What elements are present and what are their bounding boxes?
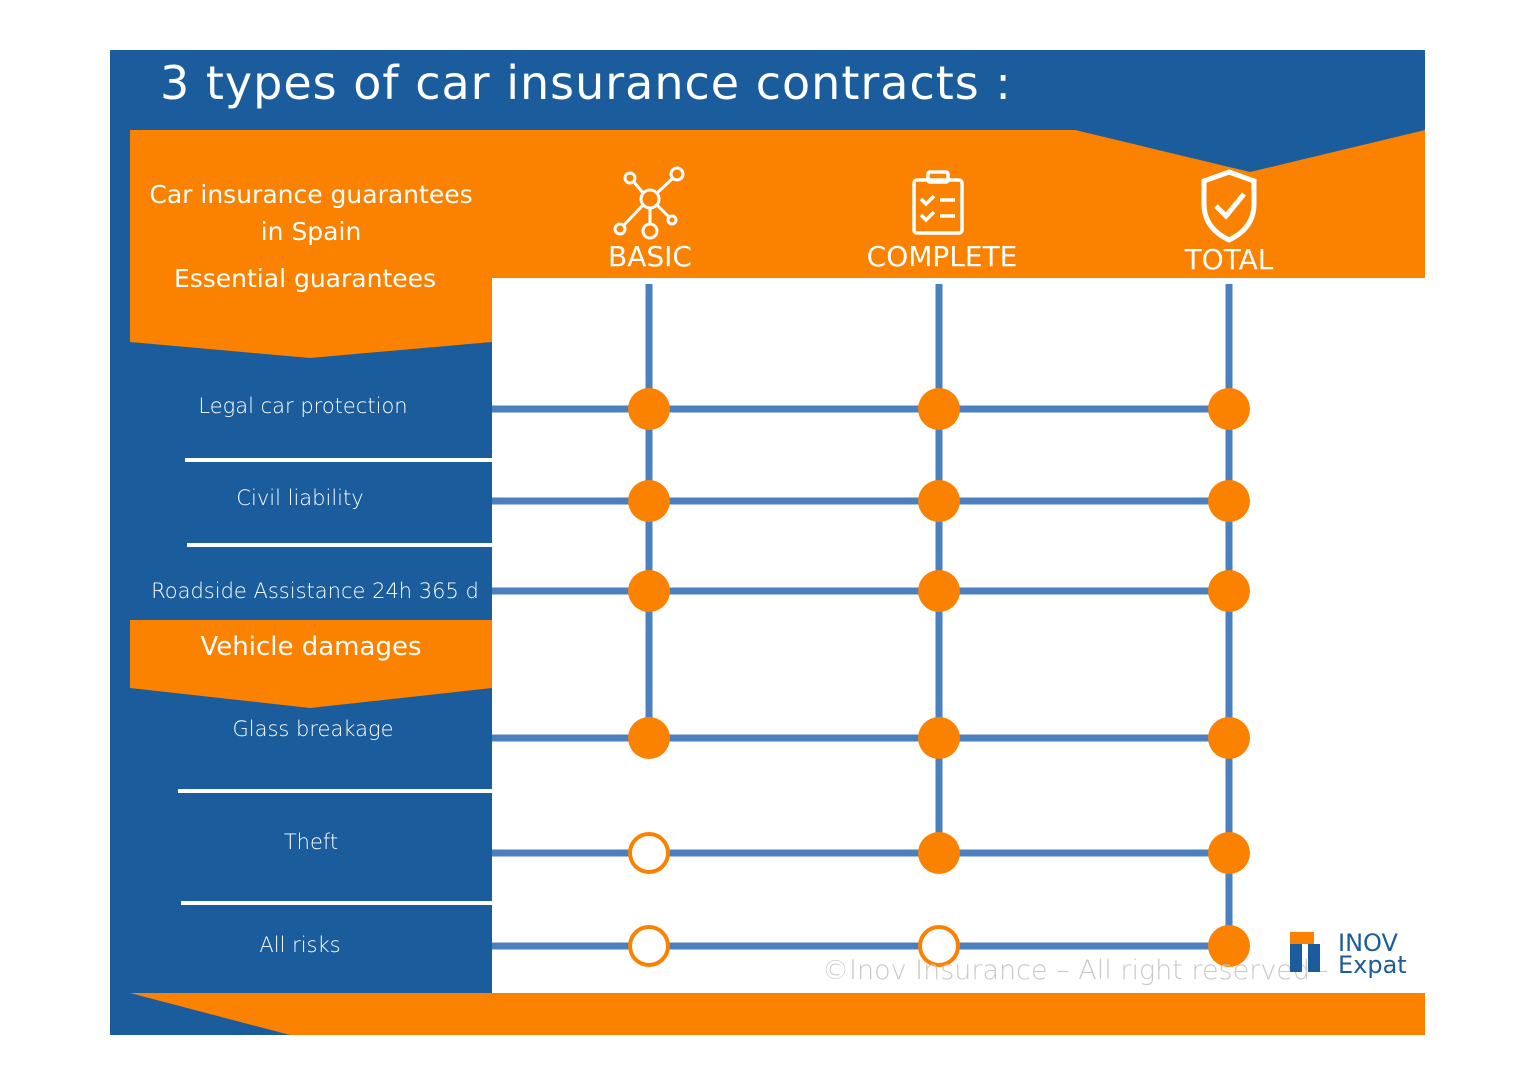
covered-node — [628, 717, 670, 759]
essential-guarantees-heading: Essential guarantees — [173, 264, 437, 293]
copyright-notice: ©Inov Insurance – All right reserved - — [822, 955, 1329, 986]
row-label-all-risks: All risks — [259, 933, 341, 957]
page-title: 3 types of car insurance contracts : — [160, 56, 1012, 110]
covered-node — [1208, 480, 1250, 522]
row-label-glass-breakage: Glass breakage — [232, 717, 394, 741]
covered-node — [1208, 570, 1250, 612]
plan-complete-label: COMPLETE — [866, 240, 1018, 273]
covered-node — [918, 570, 960, 612]
logo-mark — [1290, 932, 1320, 972]
covered-node — [918, 480, 960, 522]
covered-node — [1208, 925, 1250, 967]
coverage-grid — [492, 284, 1250, 967]
header-band — [130, 130, 1425, 358]
table-area — [492, 278, 1425, 993]
plan-total-label: TOTAL — [1184, 243, 1274, 276]
network-nodes-icon — [613, 166, 685, 240]
row-label-legal-protection: Legal car protection — [198, 394, 408, 418]
not-covered-node — [628, 925, 670, 967]
guarantees-heading: Car insurance guarantees in Spain — [130, 176, 492, 250]
covered-node — [1208, 717, 1250, 759]
covered-node — [1208, 388, 1250, 430]
covered-node — [918, 832, 960, 874]
covered-node — [918, 717, 960, 759]
covered-node — [628, 480, 670, 522]
inov-expat-logo: INOV Expat — [1288, 930, 1423, 980]
guarantees-heading-line1: Car insurance guarantees — [149, 180, 473, 209]
row-label-roadside-assistance: Roadside Assistance 24h 365 d — [151, 579, 479, 603]
section-vehicle-damages: Vehicle damages — [200, 632, 422, 662]
bottom-band — [130, 993, 1425, 1035]
logo-line2: Expat — [1338, 951, 1407, 979]
plan-basic-label: BASIC — [608, 240, 692, 273]
row-label-theft: Theft — [283, 830, 339, 854]
not-covered-node — [918, 925, 960, 967]
guarantees-heading-line2: in Spain — [260, 217, 362, 246]
covered-node — [918, 388, 960, 430]
row-label-civil-liability: Civil liability — [236, 486, 364, 510]
covered-node — [1208, 832, 1250, 874]
clipboard-checklist-icon — [912, 170, 964, 235]
vehicle-damages-banner — [130, 620, 492, 708]
not-covered-node — [628, 832, 670, 874]
covered-node — [628, 570, 670, 612]
shield-check-icon — [1201, 169, 1257, 243]
covered-node — [628, 388, 670, 430]
logo-line1: INOV — [1338, 929, 1398, 957]
